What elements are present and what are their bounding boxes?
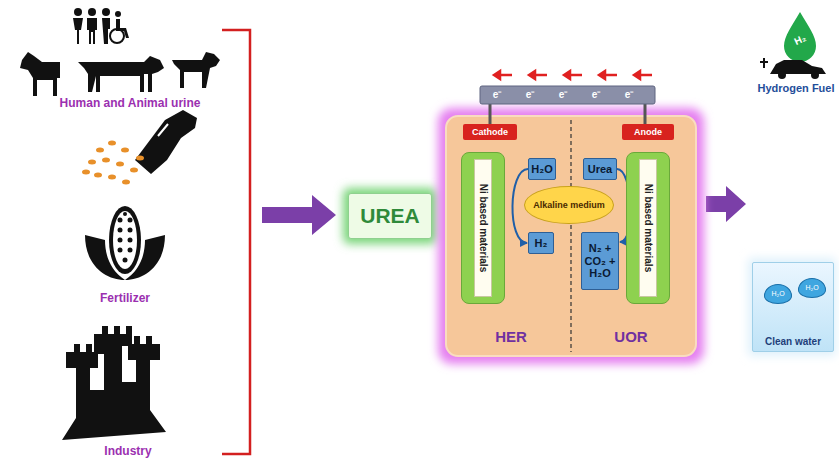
node-text: Urea [588,163,612,176]
electron-label: e⁻ [553,87,573,101]
node-text: Clean water [765,336,821,348]
electrode: Ni based materials [626,152,670,304]
electrode-label: Ni based materials [642,184,654,272]
hand-seeds-icon [82,110,197,185]
car-icon [770,60,826,74]
output-label: Hydrogen Fuel [756,82,836,94]
electrode-label: Cathode [463,124,517,140]
cell-glow [438,108,704,364]
urea-glow [343,188,437,244]
animals-icon [20,52,220,96]
drop-label: H₂O [764,284,792,304]
product-box: N₂ + CO₂ + H₂O [581,232,619,290]
cell: HER UOR Cathode Anode Ni based materials H₂O U… [446,116,696,356]
node-text: H₂ [535,237,548,250]
half-cell-label: HER [486,328,536,345]
electrode-core: Ni based materials [639,159,657,297]
source-label: Industry [28,444,228,458]
electron-label: e⁻ [619,87,639,101]
source-label: Human and Animal urine [30,96,230,110]
electron-label: e⁻ [586,87,606,101]
electron-label: e⁻ [520,87,540,101]
node-text: Anode [634,127,662,137]
electron-label: e⁻ [487,87,507,101]
species-box: Urea [583,158,617,180]
separator [570,120,571,352]
bracket [222,30,250,454]
node-text: H₂O [531,163,552,176]
half-cell-label: UOR [606,328,656,345]
people-icon [73,8,129,44]
water-glow [748,258,836,356]
node-text: Cathode [472,127,508,137]
source-label: Fertilizer [25,291,225,305]
corn-icon [85,206,165,280]
cell-body [446,116,696,356]
flow-arrow [706,186,746,222]
castle-icon [62,326,166,440]
electrode-core: Ni based materials [474,159,492,297]
water-box: Clean water [752,262,834,352]
urea-box: UREA [348,193,432,239]
electrode: Ni based materials [461,152,505,304]
species-box: H₂O [528,158,556,180]
drop-label: H₂ [787,29,813,49]
drop-label: H₂O [798,278,826,298]
electrode-label: Anode [622,124,674,140]
electrode-label: Ni based materials [477,184,489,272]
node-text: Alkaline medium [533,200,605,210]
electron-bar [480,86,655,104]
node-text: N₂ + CO₂ + H₂O [582,242,618,280]
hydrogen-drop [784,12,816,62]
species-box: H₂ [528,232,554,254]
medium-ellipse: Alkaline medium [524,186,614,224]
electron-arrows [494,71,652,79]
node-text: UREA [360,204,420,228]
flow-arrow [262,195,336,235]
